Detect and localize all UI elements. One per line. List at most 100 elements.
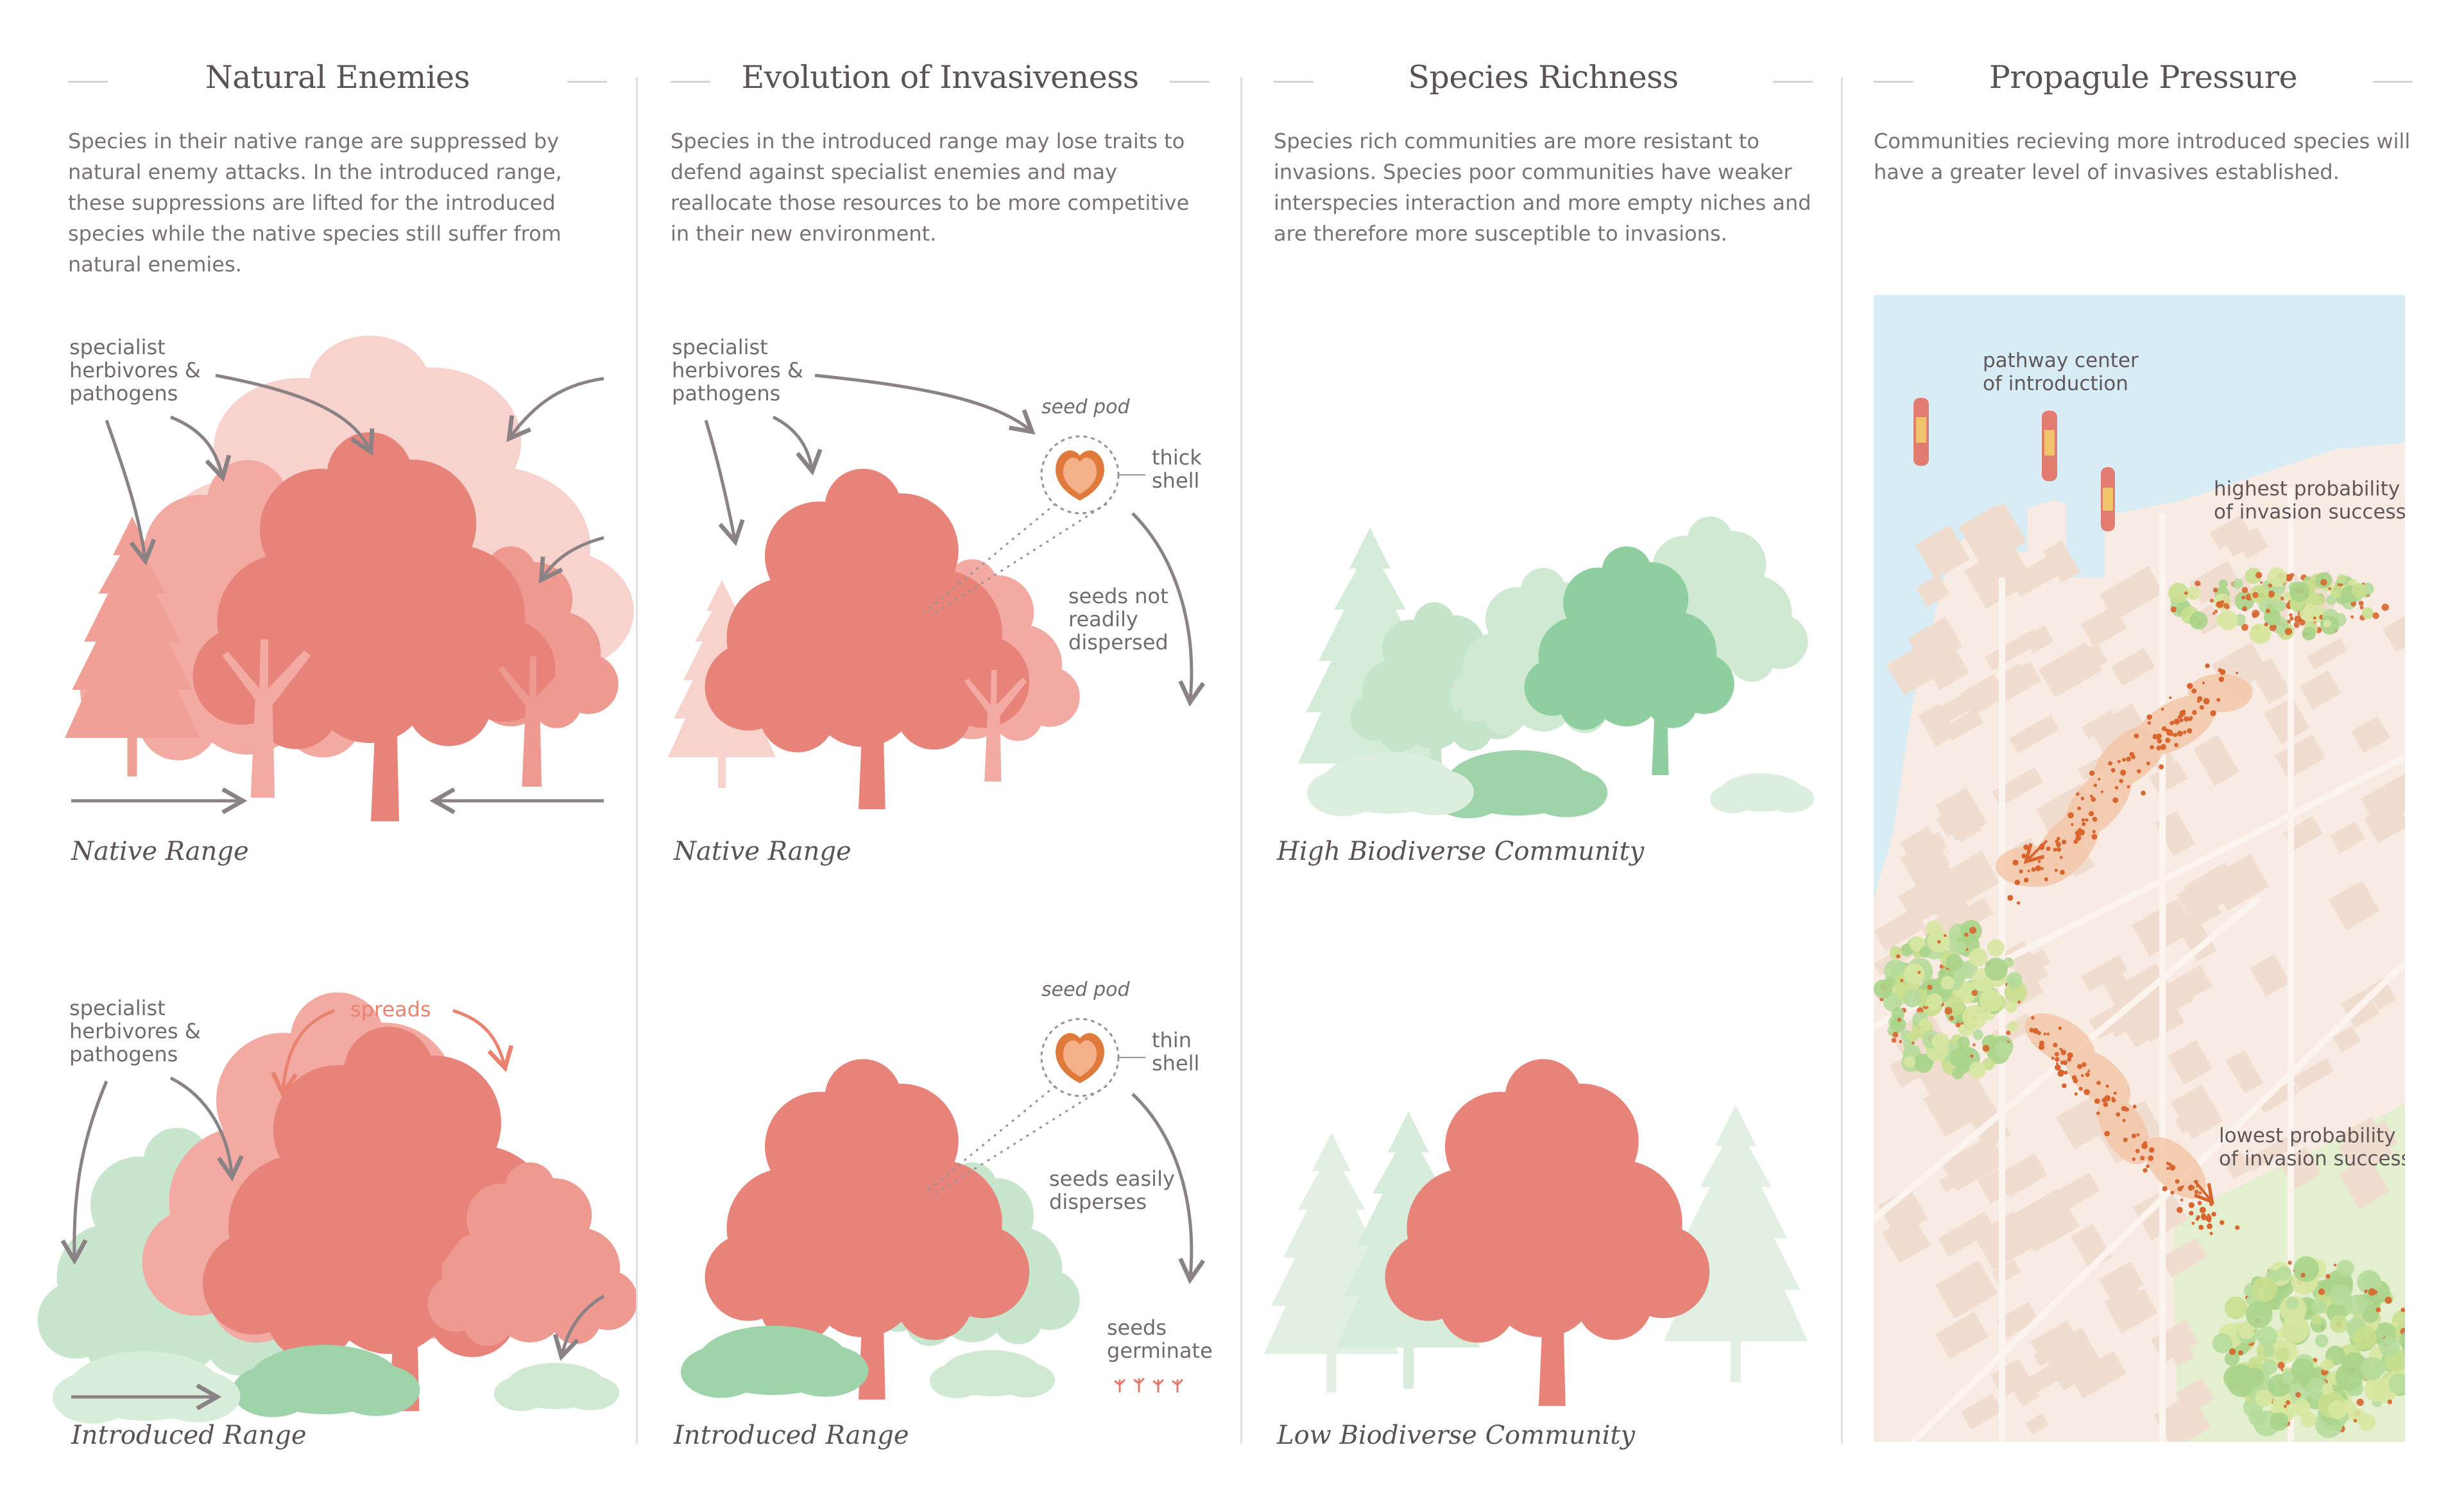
establishment-dot	[2225, 1296, 2248, 1319]
establishment-dot	[2275, 1347, 2290, 1362]
propagule-dot	[2269, 624, 2277, 631]
establishment-dot	[2272, 586, 2280, 594]
intro-green-shrub	[681, 1326, 869, 1398]
propagule-dot	[2289, 616, 2294, 621]
propagule-dot	[2146, 714, 2152, 720]
establishment-dot	[1979, 989, 2003, 1012]
propagule-dot	[2056, 1062, 2058, 1065]
direction-arrow-2	[2193, 1179, 2214, 1204]
establishment-dot	[2399, 1331, 2405, 1350]
propagule-dot	[2214, 610, 2218, 613]
establishment-dot	[2189, 611, 2208, 630]
propagule-dot	[2188, 1202, 2194, 1208]
establishment-dot	[1969, 948, 1988, 967]
propagule-dot	[2093, 783, 2098, 787]
city-block	[2193, 735, 2239, 787]
propagule-dot	[2177, 1206, 2183, 1213]
panel-header: Natural Enemies	[68, 59, 607, 110]
establishment-dot	[2374, 1360, 2388, 1374]
propagule-dot	[2054, 868, 2058, 872]
propagule-dot	[2157, 739, 2162, 744]
propagule-dot	[2223, 603, 2230, 609]
high-biodiverse-label: High Biodiverse Community	[1276, 837, 1645, 866]
propagule-dot	[2143, 1168, 2148, 1173]
propagule-dot	[2384, 1296, 2392, 1304]
establishment-dot	[2362, 1306, 2379, 1323]
propagule-dot	[2375, 1307, 2381, 1313]
propagule-dot	[2286, 1400, 2291, 1405]
city-block	[2168, 1040, 2213, 1086]
establishment-dot	[2225, 1351, 2239, 1366]
establishment-dot	[2311, 1299, 2327, 1314]
propagule-dot	[2162, 1186, 2168, 1192]
propagule-dot	[2189, 715, 2193, 719]
propagule-dot	[2078, 1086, 2083, 1091]
propagule-dot	[2387, 1399, 2393, 1405]
seed-pod-icon	[1040, 1018, 1120, 1097]
propagule-dot	[2160, 707, 2164, 711]
propagule-dot	[2038, 1044, 2045, 1050]
species-richness-illustration: High Biodiverse Community Low Biodiverse…	[1264, 517, 1815, 1450]
map-pier-2	[2066, 417, 2105, 578]
establishment-dot	[2275, 600, 2286, 612]
native-enemies-label: specialist herbivores & pathogens	[672, 335, 810, 406]
propagule-dot	[2122, 758, 2126, 762]
propagule-dot	[2177, 730, 2183, 737]
propagule-dot	[2207, 1223, 2212, 1229]
establishment-dot	[2286, 1297, 2299, 1310]
ship-icon	[2044, 430, 2055, 456]
establishment-dot	[2277, 1266, 2291, 1281]
propagule-dot	[2098, 778, 2101, 781]
establishment-dot	[1883, 977, 1895, 988]
propagule-dot	[2043, 1032, 2047, 1036]
propagule-dot	[2255, 572, 2263, 579]
panel-title: Species Richness	[1408, 59, 1679, 96]
spreads-label: spreads	[350, 997, 431, 1022]
propagule-dot	[1969, 927, 1977, 934]
enemy-arrow-5	[538, 536, 604, 584]
propagule-dot	[2169, 696, 2172, 699]
city-block	[2089, 703, 2150, 759]
establishment-dot	[1946, 954, 1963, 971]
city-block	[2291, 1058, 2334, 1091]
intro-green-shrub-right	[494, 1363, 619, 1411]
propagule-dot	[2202, 681, 2205, 685]
header-rule-right	[567, 81, 607, 83]
highest-probability-label: highest probability of invasion success	[2214, 477, 2406, 524]
establishment-dot	[2245, 567, 2262, 585]
propagule-dot	[2032, 1028, 2039, 1034]
city-block	[2080, 955, 2128, 992]
propagule-dot	[2091, 796, 2096, 802]
header-rule-right	[1773, 81, 1813, 83]
spreads-arrow-left	[271, 1009, 335, 1099]
propagule-dot	[2268, 583, 2272, 588]
pathway-label: pathway center of introduction	[1983, 349, 2145, 395]
propagule-dot	[2200, 1213, 2207, 1219]
panel-description: Species in the introduced range may lose…	[671, 129, 1190, 246]
establishment-dot	[1919, 1018, 1931, 1031]
seeds-germinate-label: seeds germinate	[1107, 1315, 1213, 1363]
propagule-dot	[1972, 1043, 1976, 1047]
propagule-dot	[2368, 1288, 2376, 1296]
establishment-dot	[2255, 1389, 2273, 1408]
propagule-dot	[1895, 954, 1901, 959]
propagule-dot	[2096, 1111, 2100, 1115]
city-block	[2111, 647, 2155, 687]
propagule-dot	[2147, 721, 2152, 725]
city-block	[1923, 1070, 1995, 1137]
city-block	[1964, 543, 2034, 609]
city-block	[2033, 1327, 2089, 1367]
seeds-arrow	[1131, 512, 1206, 707]
pod-leader-1	[923, 502, 1056, 614]
propagule-dot	[2123, 1137, 2128, 1142]
propagule-dot	[2103, 1102, 2109, 1108]
propagule-dot	[2289, 613, 2293, 617]
propagule-dot	[2166, 1161, 2169, 1165]
propagule-dot	[2265, 608, 2270, 613]
seeds-easily-disperse-label: seeds easily disperses	[1049, 1167, 1181, 1214]
propagule-dot	[2174, 742, 2178, 748]
city-block	[2330, 821, 2365, 853]
establishment-dot	[2281, 1371, 2295, 1385]
establishment-dot	[2245, 1301, 2273, 1328]
city-block	[2209, 853, 2270, 911]
